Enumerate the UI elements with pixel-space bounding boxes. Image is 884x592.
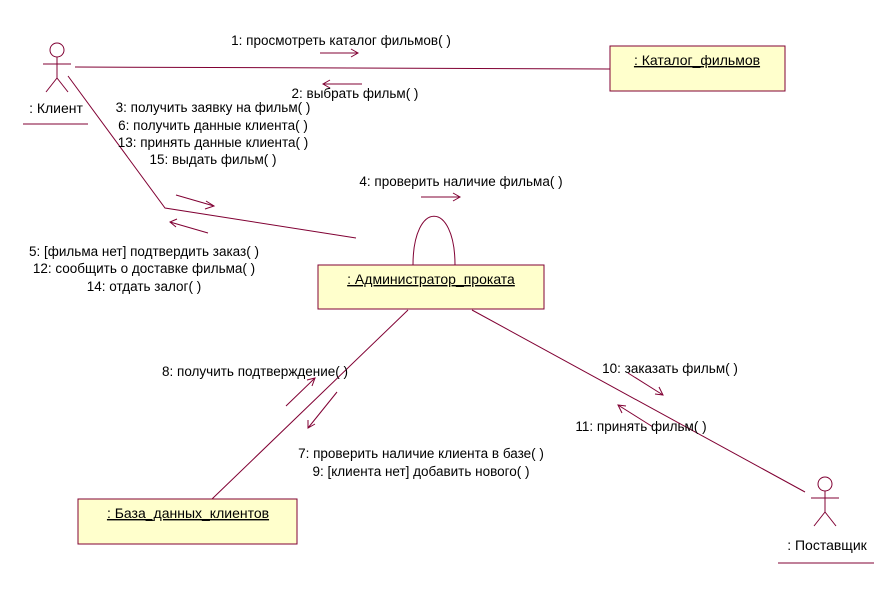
message-5: 5: [фильма нет] подтвердить заказ( ) [29, 244, 259, 259]
arrow-m2 [321, 79, 362, 89]
catalog-label: : Каталог_фильмов [634, 52, 760, 68]
database-label: : База_данных_клиентов [107, 505, 269, 521]
message-6: 6: получить данные клиента( ) [118, 118, 308, 133]
message-8: 8: получить подтверждение( ) [162, 364, 348, 379]
self-link-admin [412, 215, 456, 266]
link-client-catalog [74, 66, 611, 70]
message-12: 12: сообщить о доставке фильма( ) [33, 261, 255, 276]
arrow-m8 [285, 377, 316, 407]
message-7: 7: проверить наличие клиента в базе( ) [298, 446, 544, 461]
admin-box [317, 264, 545, 310]
message-13: 13: принять данные клиента( ) [118, 135, 309, 150]
arrow-admin-to-client [169, 218, 209, 234]
database-box [77, 498, 298, 545]
link-admin-supplier [471, 309, 806, 493]
arrow-m11 [617, 404, 654, 428]
message-11: 11: принять фильм( ) [575, 419, 706, 434]
message-2: 2: выбрать фильм( ) [292, 86, 419, 101]
message-3: 3: получить заявку на фильм( ) [116, 100, 311, 115]
catalog-box [609, 45, 786, 92]
link-admin-database [211, 309, 409, 500]
admin-label: : Администратор_проката [347, 271, 515, 287]
link-client-admin [67, 75, 357, 239]
client-label: : Клиент [29, 100, 83, 116]
client-actor-icon [43, 42, 71, 93]
arrow-m4 [421, 192, 462, 202]
arrow-m7 [307, 391, 338, 429]
supplier-actor-icon [811, 476, 839, 527]
message-4: 4: проверить наличие фильма( ) [359, 174, 562, 189]
message-14: 14: отдать залог( ) [87, 279, 201, 294]
message-15: 15: выдать фильм( ) [149, 152, 276, 167]
message-10: 10: заказать фильм( ) [602, 361, 738, 376]
supplier-label: : Поставщик [787, 537, 867, 553]
arrow-client-to-admin [175, 194, 216, 210]
message-9: 9: [клиента нет] добавить нового( ) [312, 464, 529, 479]
message-1: 1: просмотреть каталог фильмов( ) [231, 33, 451, 48]
arrow-m10 [627, 372, 664, 396]
arrow-m1 [320, 48, 360, 58]
